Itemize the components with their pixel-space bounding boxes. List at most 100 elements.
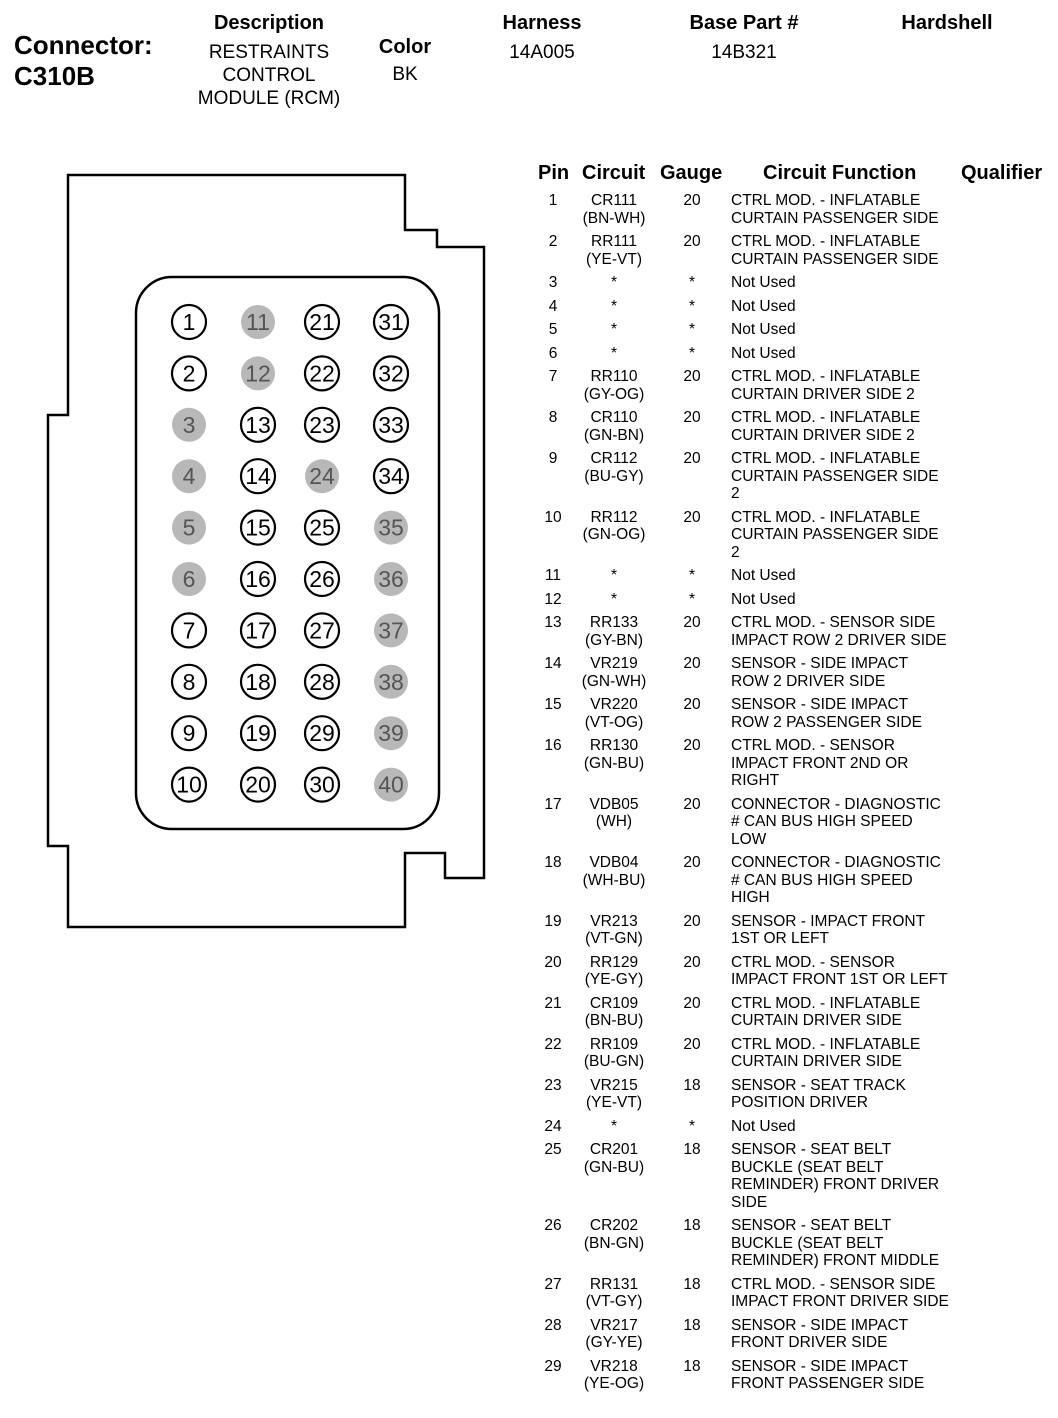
pin-cavity: 26 [303, 560, 341, 598]
pin-number: 15 [544, 696, 562, 713]
pin-label: 29 [309, 720, 335, 746]
gauge-cell: 20 [683, 854, 701, 871]
circuit-cell: * [574, 274, 654, 292]
pin-number: 21 [544, 994, 562, 1012]
pin-label: 7 [183, 617, 196, 643]
circuit-line: VR218 [590, 1357, 638, 1375]
pin-circle [303, 406, 341, 443]
circuit-line: RR111 [591, 233, 637, 250]
pin-circle [372, 303, 410, 341]
function-line: CTRL MOD. - INFLATABLE [731, 508, 921, 526]
pin-circle [239, 406, 277, 443]
circuit-cell: RR131(VT-GY) [574, 1276, 654, 1311]
pin-label: 37 [378, 617, 404, 643]
circuit-cell: RR109(BU-GN) [574, 1036, 654, 1071]
function-line: SENSOR - IMPACT FRONT [731, 912, 926, 930]
circuit-line: CR201 [589, 1141, 639, 1158]
circuit-line: VR215 [590, 1076, 638, 1094]
pin-label: 34 [378, 463, 404, 489]
function-line: SENSOR - SIDE IMPACT [731, 696, 909, 713]
pin-label: 31 [378, 309, 404, 335]
pin-cavity: 1 [170, 303, 208, 341]
pin-label: 39 [378, 720, 404, 746]
pin-number: 4 [548, 297, 558, 315]
gauge-cell: 20 [683, 953, 701, 971]
function-line: SENSOR - SEAT BELT [731, 1141, 892, 1158]
circuit-cell: * [574, 591, 654, 609]
pin-cavity: 27 [303, 612, 341, 649]
function-line: Not Used [731, 344, 796, 362]
circuit-cell: * [574, 1118, 654, 1136]
pin-number: 26 [544, 1217, 562, 1234]
gauge-cell: * [688, 567, 696, 584]
function-line: Not Used [731, 274, 796, 291]
circuit-cell: VR220(VT-OG) [574, 696, 654, 731]
circuit-line: CR109 [589, 994, 639, 1012]
description-line: MODULE (RCM) [197, 88, 341, 109]
function-line: FRONT PASSENGER SIDE [731, 1375, 925, 1392]
unused-pin-cavity: 40 [374, 767, 408, 802]
pin-cavity: 20 [239, 766, 277, 803]
function-line: CTRL MOD. - SENSOR SIDE [731, 614, 936, 631]
gauge-cell: * [688, 1117, 696, 1135]
gauge-cell: 20 [683, 696, 701, 713]
circuit-line: * [610, 297, 618, 315]
harness-label: Harness [502, 12, 582, 34]
gauge-cell: * [688, 344, 696, 362]
pin-circle [303, 715, 341, 752]
gauge-cell: 20 [683, 655, 701, 672]
base-part-block: Base Part # 14B321 [676, 12, 812, 64]
circuit-line: (BN-WH) [582, 209, 646, 227]
function-line: LOW [731, 830, 767, 848]
circuit-function-cell: CONNECTOR - DIAGNOSTIC# CAN BUS HIGH SPE… [731, 854, 971, 907]
connector-cavity-outline [134, 275, 441, 831]
gauge-cell: 18 [683, 1316, 701, 1334]
function-line: SENSOR - SEAT TRACK [731, 1076, 906, 1094]
pin-number: 1 [548, 192, 558, 209]
color-label: Color [378, 36, 432, 58]
circuit-function-cell: Not Used [731, 591, 971, 609]
circuit-line: CR112 [590, 450, 638, 467]
function-line: Not Used [731, 590, 796, 608]
circuit-function-cell: CONNECTOR - DIAGNOSTIC# CAN BUS HIGH SPE… [731, 796, 971, 849]
pin-number: 29 [544, 1357, 562, 1375]
circuit-cell: * [574, 345, 654, 363]
function-line: RIGHT [731, 772, 780, 789]
circuit-line: (WH-BU) [582, 871, 646, 889]
pin-label: 13 [245, 412, 271, 438]
pin-number: 12 [544, 590, 562, 608]
function-line: IMPACT FRONT 2ND OR [731, 754, 909, 772]
function-line: CTRL MOD. - SENSOR [731, 953, 895, 971]
header-gauge: Gauge [660, 162, 723, 184]
function-line: SIDE [731, 1193, 768, 1211]
circuit-line: * [610, 590, 618, 608]
circuit-line: CR110 [590, 409, 638, 426]
function-line: # CAN BUS HIGH SPEED [731, 813, 913, 830]
pin-number: 19 [544, 912, 562, 930]
pin-cavity: 15 [239, 509, 277, 546]
pin-number: 22 [544, 1035, 562, 1053]
circuit-line: (GY-YE) [585, 1334, 643, 1351]
pin-number: 16 [544, 737, 562, 754]
circuit-line: VR219 [590, 655, 638, 672]
pin-circle [374, 767, 408, 802]
unused-pin-cavity: 3 [172, 407, 206, 442]
function-line: Not Used [731, 297, 796, 315]
pin-grid: 1234567891011121314151617181920212223242… [170, 303, 410, 803]
circuit-cell: VR215(YE-VT) [574, 1077, 654, 1112]
pin-cavity: 32 [372, 355, 410, 392]
gauge-cell: * [688, 590, 696, 608]
pin-cavity: 25 [303, 509, 341, 546]
function-line: REMINDER) FRONT DRIVER [731, 1176, 940, 1193]
function-line: SENSOR - SEAT BELT [731, 1217, 892, 1234]
pin-cavity: 14 [239, 458, 277, 495]
circuit-line: (GN-BU) [583, 1158, 645, 1176]
function-line: IMPACT ROW 2 DRIVER SIDE [731, 631, 947, 649]
connector-shell-outline [46, 173, 486, 929]
circuit-line: * [610, 274, 618, 291]
